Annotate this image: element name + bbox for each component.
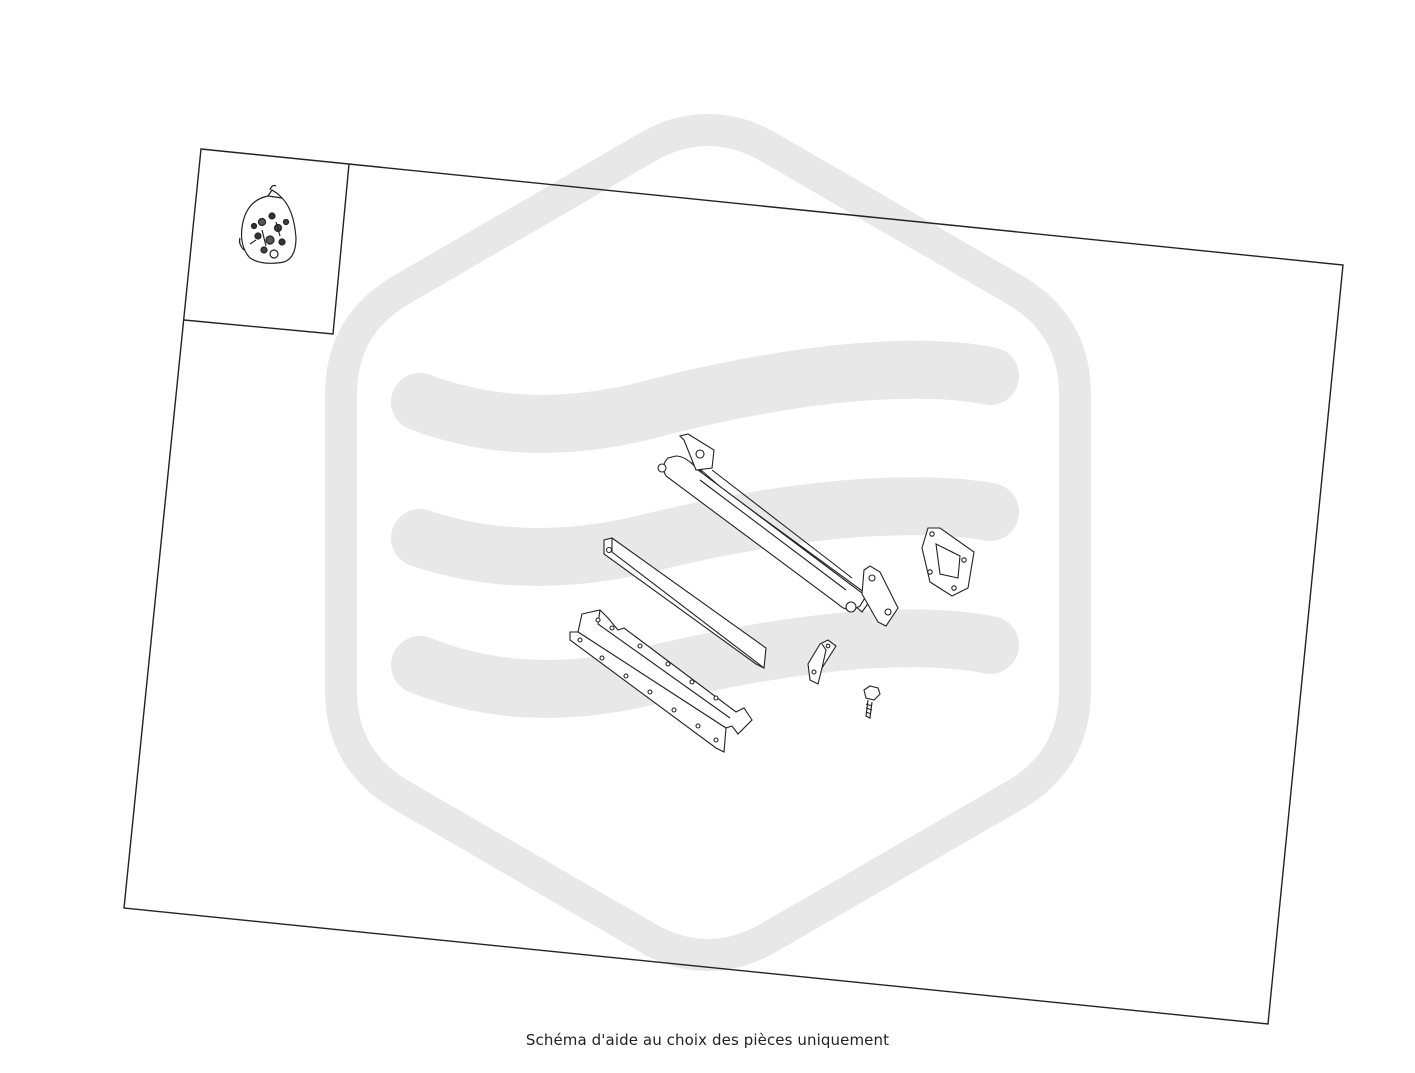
watermark-waves (391, 340, 1019, 718)
hardware-bag-icon (238, 184, 297, 264)
exhaust-pipe-part (657, 433, 899, 627)
frame-corner-box (183, 163, 350, 335)
watermark-wave-top (391, 340, 1019, 453)
watermark-hexagon (325, 113, 1091, 972)
mounting-rail-part (569, 609, 753, 753)
small-bracket-part (807, 639, 837, 685)
screw-part (863, 685, 881, 719)
flat-bar-part (603, 537, 767, 669)
diagram-caption: Schéma d'aide au choix des pièces unique… (525, 1031, 890, 1049)
watermark-wave-bottom (391, 609, 1019, 718)
watermark-wave-middle (391, 477, 1019, 586)
exhaust-gasket-part (921, 527, 975, 597)
diagram-frame (123, 148, 1344, 1025)
frame-border (123, 148, 1344, 1025)
watermark-logo (325, 113, 1091, 972)
